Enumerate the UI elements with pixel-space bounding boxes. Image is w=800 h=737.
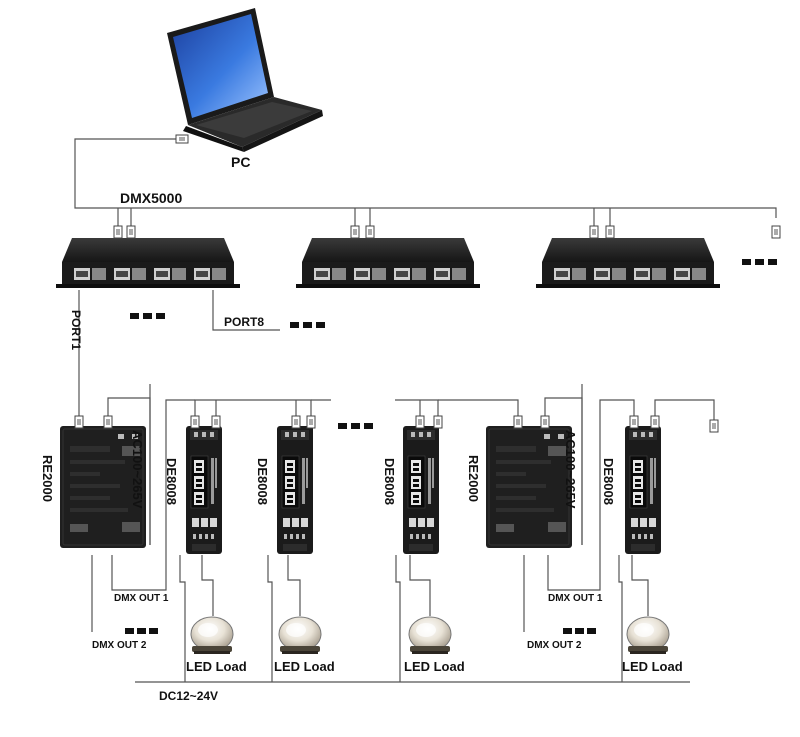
de8008-decoder-3 bbox=[402, 425, 440, 555]
de8008-decoder-4 bbox=[624, 425, 662, 555]
dmx-out1-label-2: DMX OUT 1 bbox=[548, 593, 603, 604]
dmx5000-splitter-3 bbox=[536, 238, 720, 288]
ellipsis-markers bbox=[125, 259, 777, 634]
wiring bbox=[74, 138, 777, 683]
pc-usb-plug bbox=[175, 134, 189, 144]
dc-supply-label: DC12~24V bbox=[159, 689, 218, 703]
led-load-label-2: LED Load bbox=[274, 659, 335, 674]
led-load-label-1: LED Load bbox=[186, 659, 247, 674]
de8008-label-2: DE8008 bbox=[255, 458, 270, 505]
ac-power-label-2: AC100~265V bbox=[563, 430, 578, 509]
led-load-2 bbox=[278, 616, 322, 655]
laptop-pc bbox=[167, 8, 323, 152]
de8008-label-4: DE8008 bbox=[601, 458, 616, 505]
de8008-label-1: DE8008 bbox=[164, 458, 179, 505]
re2000-label-2: RE2000 bbox=[466, 455, 481, 502]
led-load-3 bbox=[408, 616, 452, 655]
dmx-out2-label-2: DMX OUT 2 bbox=[527, 640, 582, 651]
ac-power-label-1: AC100~265V bbox=[130, 430, 145, 509]
dmx5000-splitter-1 bbox=[56, 238, 240, 288]
device-connector-plugs bbox=[74, 415, 719, 433]
de8008-label-3: DE8008 bbox=[382, 458, 397, 505]
splitter-input-plugs bbox=[113, 225, 781, 239]
pc-label: PC bbox=[231, 154, 250, 170]
de8008-decoder-2 bbox=[276, 425, 314, 555]
de8008-decoder-1 bbox=[185, 425, 223, 555]
re2000-repeater-2 bbox=[485, 425, 573, 549]
dmx5000-splitter-2 bbox=[296, 238, 480, 288]
port1-label: PORT1 bbox=[69, 310, 83, 350]
dmx-out2-label-1: DMX OUT 2 bbox=[92, 640, 147, 651]
dmx5000-label: DMX5000 bbox=[120, 190, 182, 206]
led-load-label-4: LED Load bbox=[622, 659, 683, 674]
led-load-4 bbox=[626, 616, 670, 655]
re2000-label-1: RE2000 bbox=[40, 455, 55, 502]
port8-label: PORT8 bbox=[224, 315, 264, 329]
dmx-out1-label-1: DMX OUT 1 bbox=[114, 593, 169, 604]
led-load-label-3: LED Load bbox=[404, 659, 465, 674]
led-load-1 bbox=[190, 616, 234, 655]
